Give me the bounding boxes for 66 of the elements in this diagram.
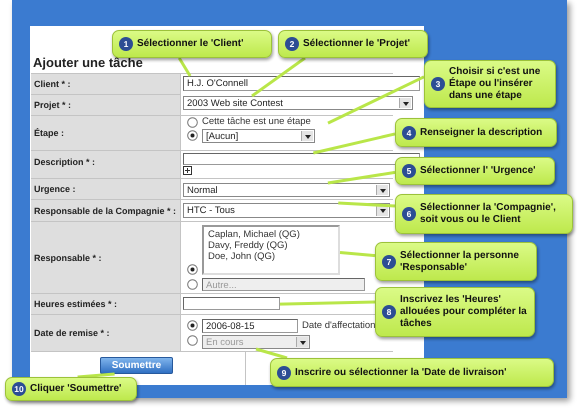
step-number: 2 [285, 37, 299, 51]
text-input [183, 153, 420, 165]
field-label: Responsable * : [31, 222, 180, 293]
callout-box [395, 157, 555, 185]
callout-box [375, 242, 537, 281]
leader-line [256, 348, 288, 360]
leader-line [338, 202, 396, 208]
dropdown-select: En cours [202, 335, 310, 349]
field-label: Client * : [31, 74, 180, 94]
callout-box [278, 30, 428, 58]
callout-text: Sélectionner la personne 'Responsable' [400, 250, 520, 274]
step-number: 8 [382, 305, 396, 319]
callout-box [424, 60, 556, 108]
radio-label: Cette tâche est une étape [202, 116, 328, 129]
callout-text: Sélectionner le 'Projet' [303, 38, 410, 50]
field-label: Responsable de la Compagnie * : [31, 200, 180, 221]
callout-text: Sélectionner la 'Compagnie', soit vous ou le Client [420, 202, 557, 226]
leader-line [178, 57, 192, 77]
list-option: Doe, John (QG) [208, 251, 334, 262]
callout-text: Sélectionner l' 'Urgence' [420, 165, 536, 177]
callout-text: Sélectionner le 'Client' [137, 38, 244, 50]
leader-line [340, 251, 376, 258]
list-option: Caplan, Michael (QG) [208, 229, 334, 240]
callout-box [395, 118, 557, 147]
step-number: 7 [382, 254, 396, 268]
leader-line [313, 132, 396, 154]
callout-text: Cliquer 'Soumettre' [30, 383, 122, 395]
step-number: 9 [277, 366, 291, 380]
dropdown-select: Normal [183, 183, 390, 197]
submit-button: Soumettre [100, 357, 173, 374]
field-label: Description * : [31, 151, 180, 178]
callout-box [270, 358, 554, 387]
field-label: Projet * : [31, 95, 180, 115]
leader-line [77, 372, 115, 378]
callout-text: Choisir si c'est une Étape ou l'insérer dans une étape [449, 66, 542, 102]
date-input: 2006-08-15 [202, 319, 298, 333]
field-label: Heures estimées * : [31, 294, 180, 314]
callout-box [112, 30, 272, 58]
callout-text: Renseigner la description [420, 126, 542, 138]
callout-text: Inscrivez les 'Heures' allouées pour compléter la tâches [400, 294, 528, 330]
leader-line [251, 56, 306, 98]
step-number: 10 [12, 382, 26, 396]
text-input [183, 297, 280, 310]
step-number: 4 [402, 126, 416, 140]
step-number: 5 [402, 164, 416, 178]
leader-line [328, 170, 396, 184]
dropdown-select: HTC - Tous [183, 203, 390, 218]
field-label: Étape : [31, 116, 180, 150]
text-input: Autre... [202, 278, 365, 291]
field-label: Date de remise * : [31, 315, 180, 351]
field-hint: Date d'affectation [302, 320, 374, 333]
list-box [202, 225, 340, 275]
callout-box [375, 287, 535, 337]
dropdown-select: [Aucun] [202, 129, 315, 143]
step-number: 3 [431, 77, 445, 91]
callout-box [395, 194, 573, 234]
callout-text: Inscrire ou sélectionner la 'Date de livraison' [295, 366, 506, 378]
leader-line [280, 300, 376, 306]
text-input: H.J. O'Connell [183, 76, 420, 91]
dropdown-select: 2003 Web site Contest [183, 96, 413, 110]
form-title: Ajouter une tâche [33, 55, 144, 71]
step-number: 6 [402, 207, 416, 221]
list-option: Davy, Freddy (QG) [208, 240, 334, 251]
field-label: Urgence : [31, 179, 180, 199]
callout-box [5, 377, 137, 401]
step-number: 1 [119, 37, 133, 51]
